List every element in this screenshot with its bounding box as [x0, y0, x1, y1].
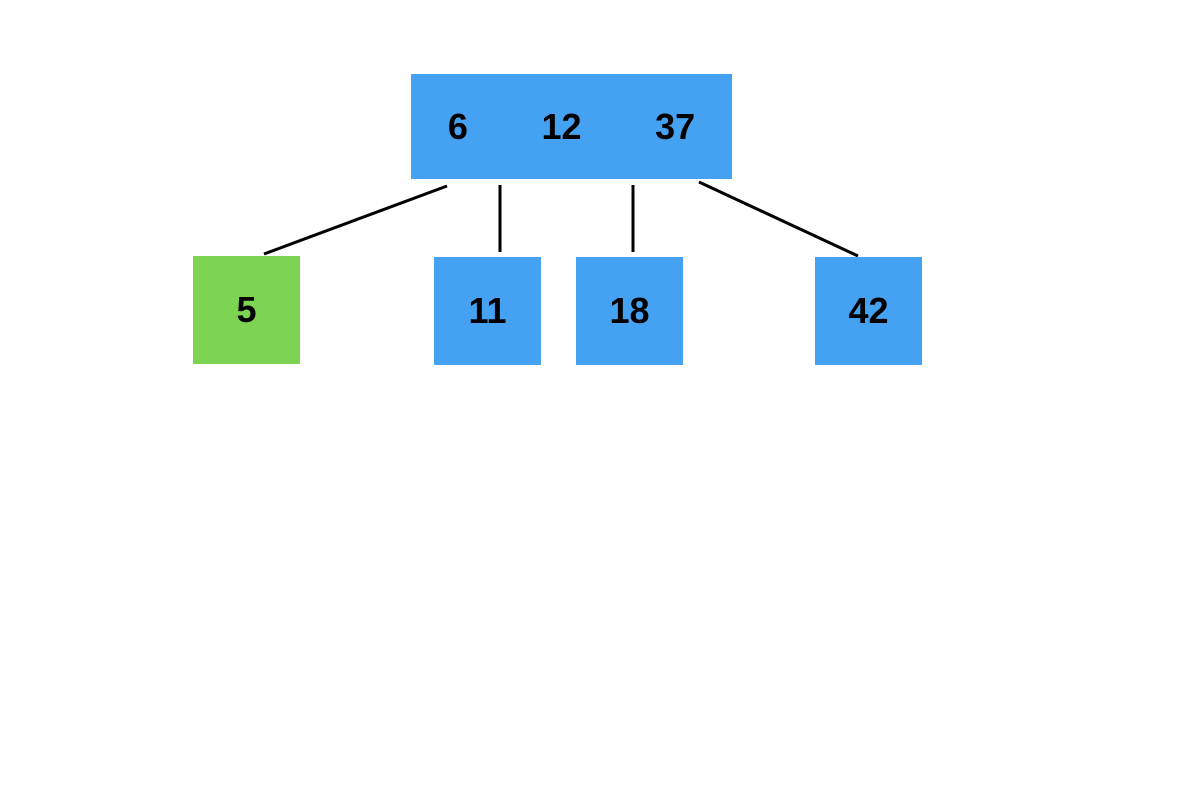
root-key-0: 6	[447, 105, 468, 147]
leaf-key: 11	[468, 290, 507, 331]
btree-root-node: 6 12 37	[411, 74, 732, 179]
leaf-key: 5	[236, 289, 257, 330]
leaf-key: 18	[609, 290, 650, 331]
root-key-2: 37	[655, 105, 696, 147]
btree-leaf-node-2: 18	[576, 257, 683, 365]
btree-leaf-node-3: 42	[815, 257, 922, 365]
edge-root-to-child-0	[263, 184, 448, 256]
btree-leaf-node-0: 5	[193, 256, 300, 364]
leaf-key: 42	[848, 290, 889, 331]
root-key-1: 12	[541, 105, 582, 147]
edge-root-to-child-3	[698, 180, 859, 258]
btree-leaf-node-1: 11	[434, 257, 541, 365]
